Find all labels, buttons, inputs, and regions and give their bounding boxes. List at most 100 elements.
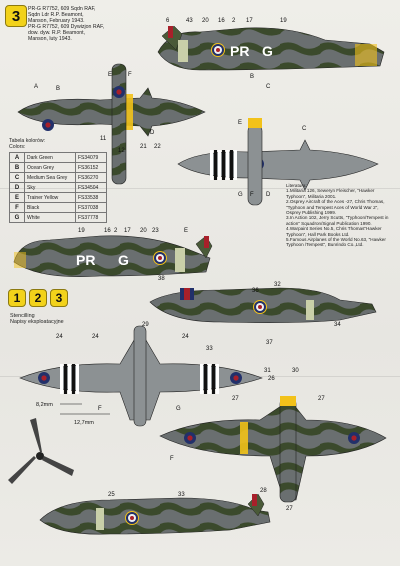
dimension-label: 8,2mm bbox=[36, 402, 53, 408]
color-name: Sky bbox=[24, 182, 76, 193]
aircraft-caption: PR-G R7752, 609 Sqdn RAF, Sqdn Ldr R.P. … bbox=[28, 6, 105, 42]
svg-text:20: 20 bbox=[202, 18, 209, 24]
literature-title: Literatura: bbox=[286, 183, 307, 188]
svg-text:24: 24 bbox=[56, 334, 63, 340]
colors-title-en: Colors: bbox=[9, 144, 26, 150]
svg-text:22: 22 bbox=[154, 144, 161, 150]
dimension-label: 12,7mm bbox=[74, 420, 94, 426]
literature-item: 3.In Action 102, Jerry Scutts, "Typhoon/… bbox=[286, 215, 389, 226]
svg-text:B: B bbox=[250, 74, 254, 80]
color-letter: C bbox=[9, 172, 25, 183]
svg-text:19: 19 bbox=[280, 18, 287, 24]
svg-text:30: 30 bbox=[292, 368, 299, 374]
svg-text:17: 17 bbox=[246, 18, 253, 24]
svg-text:27: 27 bbox=[318, 396, 325, 402]
squadron-code-left: PR bbox=[230, 43, 249, 59]
svg-text:24: 24 bbox=[182, 334, 189, 340]
svg-text:E: E bbox=[184, 228, 188, 234]
svg-text:11: 11 bbox=[100, 136, 107, 142]
svg-text:G: G bbox=[176, 406, 181, 412]
svg-text:D: D bbox=[150, 130, 155, 136]
color-letter: B bbox=[9, 162, 25, 173]
color-letter: E bbox=[9, 192, 25, 203]
color-fs-code: FS33538 bbox=[75, 192, 107, 203]
svg-text:12: 12 bbox=[118, 148, 125, 154]
svg-text:31: 31 bbox=[264, 368, 271, 374]
svg-text:C: C bbox=[266, 84, 271, 90]
color-letter: D bbox=[9, 182, 25, 193]
stencil-badge-2: 2 bbox=[29, 289, 47, 307]
color-name: White bbox=[24, 212, 76, 223]
literature-list: Literatura: 1.Militaria 126, Seweryn Fle… bbox=[286, 183, 394, 248]
left-side-view: PR G bbox=[13, 235, 213, 278]
svg-text:24: 24 bbox=[92, 334, 99, 340]
stencilling-label: Stencilling Napisy eksploatacyjne bbox=[10, 313, 64, 326]
stencil-bottom-side-view bbox=[39, 493, 271, 535]
literature-item: 5.Famous Airplanes of the World No.63, "… bbox=[286, 237, 386, 248]
svg-text:33: 33 bbox=[178, 492, 185, 498]
color-name: Medium Sea Grey bbox=[24, 172, 76, 183]
color-fs-code: FS34504 bbox=[75, 182, 107, 193]
color-fs-code: FS37778 bbox=[75, 212, 107, 223]
color-name: Trainer Yellow bbox=[24, 192, 76, 203]
svg-text:E: E bbox=[108, 72, 112, 78]
svg-text:32: 32 bbox=[274, 282, 281, 288]
svg-text:36: 36 bbox=[252, 288, 259, 294]
svg-text:C: C bbox=[302, 126, 307, 132]
svg-text:33: 33 bbox=[206, 346, 213, 352]
color-fs-code: FS34079 bbox=[75, 152, 107, 163]
color-letter: A bbox=[9, 152, 25, 163]
svg-text:27: 27 bbox=[232, 396, 239, 402]
stencil-right-plan-view bbox=[159, 396, 387, 503]
color-name: Dark Green bbox=[24, 152, 76, 163]
aircraft-letter: G bbox=[118, 252, 129, 268]
aircraft-letter: G bbox=[262, 43, 273, 59]
stencil-under-view: 8,2mm 12,7mm bbox=[19, 325, 263, 427]
stencil-badge-3: 3 bbox=[50, 289, 68, 307]
svg-text:E: E bbox=[238, 120, 242, 126]
svg-text:26: 26 bbox=[268, 376, 275, 382]
color-fs-code: FS36152 bbox=[75, 162, 107, 173]
svg-text:25: 25 bbox=[108, 492, 115, 498]
svg-text:G: G bbox=[238, 192, 243, 198]
squadron-code-left: PR bbox=[76, 252, 95, 268]
svg-text:27: 27 bbox=[286, 506, 293, 512]
svg-text:16: 16 bbox=[104, 228, 111, 234]
svg-text:17: 17 bbox=[124, 228, 131, 234]
svg-text:29: 29 bbox=[142, 322, 149, 328]
section-badge: 3 bbox=[5, 5, 27, 27]
top-side-view: PR G bbox=[157, 25, 385, 71]
svg-text:38: 38 bbox=[158, 276, 165, 282]
propeller-view bbox=[8, 418, 74, 484]
svg-text:F: F bbox=[128, 72, 132, 78]
svg-text:F: F bbox=[250, 192, 254, 198]
svg-text:23: 23 bbox=[152, 228, 159, 234]
colors-title-pl: Tabela kolorów: bbox=[9, 138, 46, 144]
svg-text:A: A bbox=[34, 84, 38, 90]
fold-line bbox=[0, 188, 400, 189]
stencil-side-view bbox=[149, 287, 377, 323]
color-name: Ocean Grey bbox=[24, 162, 76, 173]
svg-text:43: 43 bbox=[186, 18, 193, 24]
svg-text:16: 16 bbox=[218, 18, 225, 24]
color-name: Black bbox=[24, 202, 76, 213]
literature-item: 4.Warpaint Series No.5, Chris Thomas"Haw… bbox=[286, 226, 382, 237]
literature-item: 2.Osprey Aircraft of the Aces -27, Chris… bbox=[286, 199, 385, 216]
under-plan-view bbox=[177, 118, 379, 206]
svg-text:F: F bbox=[98, 406, 102, 412]
svg-text:20: 20 bbox=[140, 228, 147, 234]
svg-text:21: 21 bbox=[140, 144, 147, 150]
svg-text:2: 2 bbox=[114, 228, 118, 234]
svg-text:6: 6 bbox=[166, 18, 170, 24]
svg-text:2: 2 bbox=[232, 18, 236, 24]
